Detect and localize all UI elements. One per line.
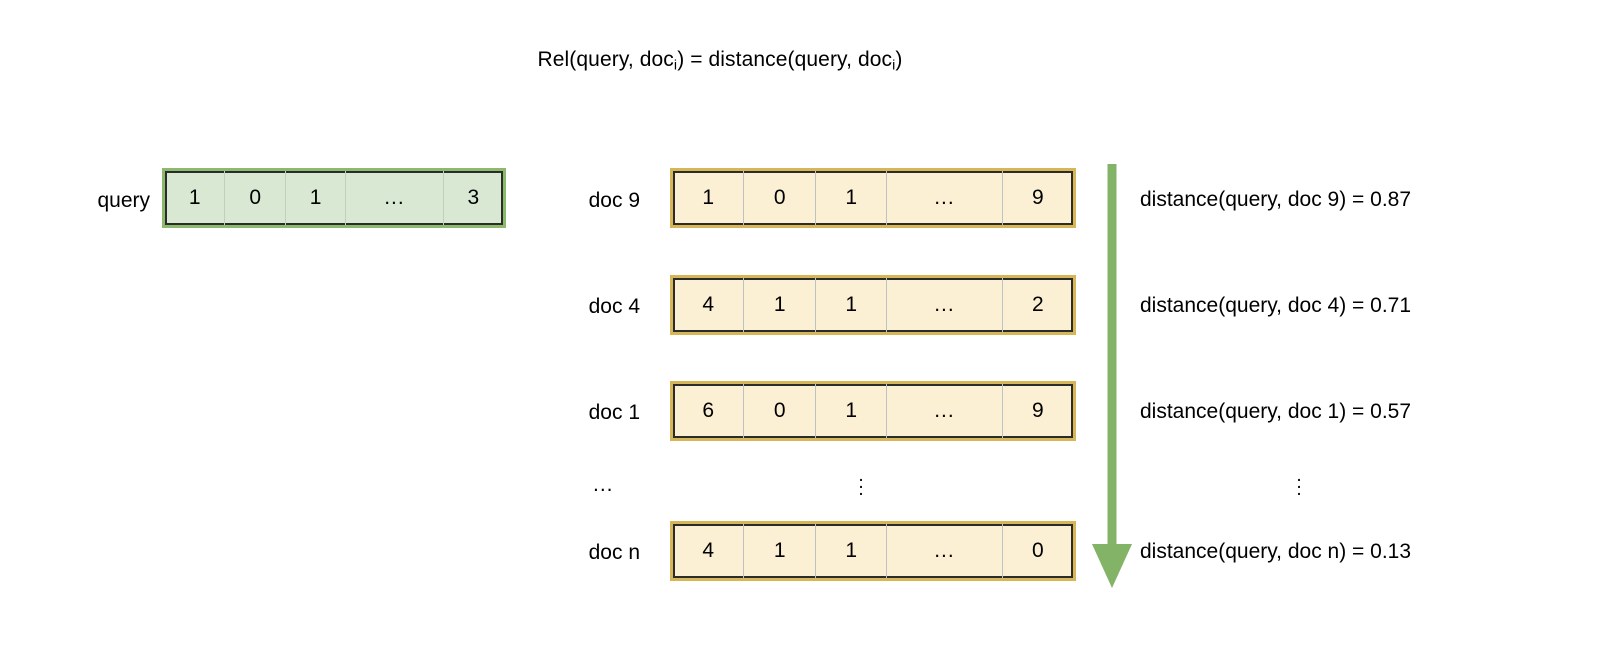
doc-3-cell-ellipsis: ... — [887, 524, 1003, 578]
doc-vector-ellipsis: . . . — [850, 465, 872, 500]
distance-label-2: distance(query, doc 1) = 0.57 — [1140, 400, 1412, 423]
doc-vector-1: 4 1 1 ... 2 — [670, 275, 1076, 335]
title-subscript-1: i — [673, 57, 678, 74]
vertical-dot-2: . — [858, 472, 864, 493]
ranking-arrow-down-icon — [1092, 164, 1132, 588]
doc-1-cell-2: 1 — [816, 278, 888, 332]
doc-3-cell-2: 1 — [816, 524, 888, 578]
query-cell-0: 1 — [165, 171, 226, 225]
doc-2-cell-1: 0 — [744, 384, 816, 438]
doc-3-cell-4: 0 — [1031, 539, 1044, 562]
title-middle: ) = distance(query, doc — [677, 48, 893, 71]
query-cell-2: 1 — [286, 171, 347, 225]
doc-label-ellipsis: ... — [593, 473, 614, 496]
vertical-dot-3: . — [858, 479, 864, 500]
distance-dot-3: . — [1296, 479, 1302, 500]
distance-ellipsis: . . . — [1288, 465, 1310, 500]
doc-label-2: doc 1 — [588, 401, 640, 424]
title-prefix: Rel(query, doc — [537, 48, 674, 71]
doc-3-cell-0: 4 — [673, 524, 745, 578]
doc-3-cell-1: 1 — [744, 524, 816, 578]
distance-dot-1: . — [1296, 465, 1302, 486]
doc-1-cell-1: 1 — [744, 278, 816, 332]
doc-1-cell-ellipsis: ... — [887, 278, 1003, 332]
distance-label-1: distance(query, doc 4) = 0.71 — [1140, 294, 1412, 317]
distance-label-3: distance(query, doc n) = 0.13 — [1140, 540, 1412, 563]
doc-0-cell-4: 9 — [1031, 186, 1044, 209]
query-cell-ellipsis: ... — [346, 171, 444, 225]
doc-0-cell-0: 1 — [673, 171, 745, 225]
doc-1-cell-4: 2 — [1031, 293, 1044, 316]
page-title: Rel(query, doci) = distance(query, doci) — [0, 48, 1440, 74]
query-cell-1: 0 — [225, 171, 286, 225]
doc-2-cell-ellipsis: ... — [887, 384, 1003, 438]
doc-label-3: doc n — [588, 541, 640, 564]
doc-label-0: doc 9 — [588, 189, 640, 212]
doc-2-cell-0: 6 — [673, 384, 745, 438]
query-cell-4: 3 — [467, 186, 480, 209]
doc-vector-0: 1 0 1 ... 9 — [670, 168, 1076, 228]
doc-vector-2: 6 0 1 ... 9 — [670, 381, 1076, 441]
title-suffix: ) — [895, 48, 903, 71]
doc-label-1: doc 4 — [588, 295, 640, 318]
title-subscript-2: i — [892, 57, 896, 74]
doc-2-cell-4: 9 — [1031, 399, 1044, 422]
doc-0-cell-ellipsis: ... — [887, 171, 1003, 225]
distance-label-0: distance(query, doc 9) = 0.87 — [1140, 188, 1412, 211]
doc-0-cell-2: 1 — [816, 171, 888, 225]
doc-vector-3: 4 1 1 ... 0 — [670, 521, 1076, 581]
distance-dot-2: . — [1296, 472, 1302, 493]
query-vector: 1 0 1 ... 3 — [162, 168, 506, 228]
doc-2-cell-2: 1 — [816, 384, 888, 438]
query-label: query — [97, 189, 150, 212]
vertical-dot-1: . — [858, 465, 864, 486]
doc-0-cell-1: 0 — [744, 171, 816, 225]
doc-1-cell-0: 4 — [673, 278, 745, 332]
